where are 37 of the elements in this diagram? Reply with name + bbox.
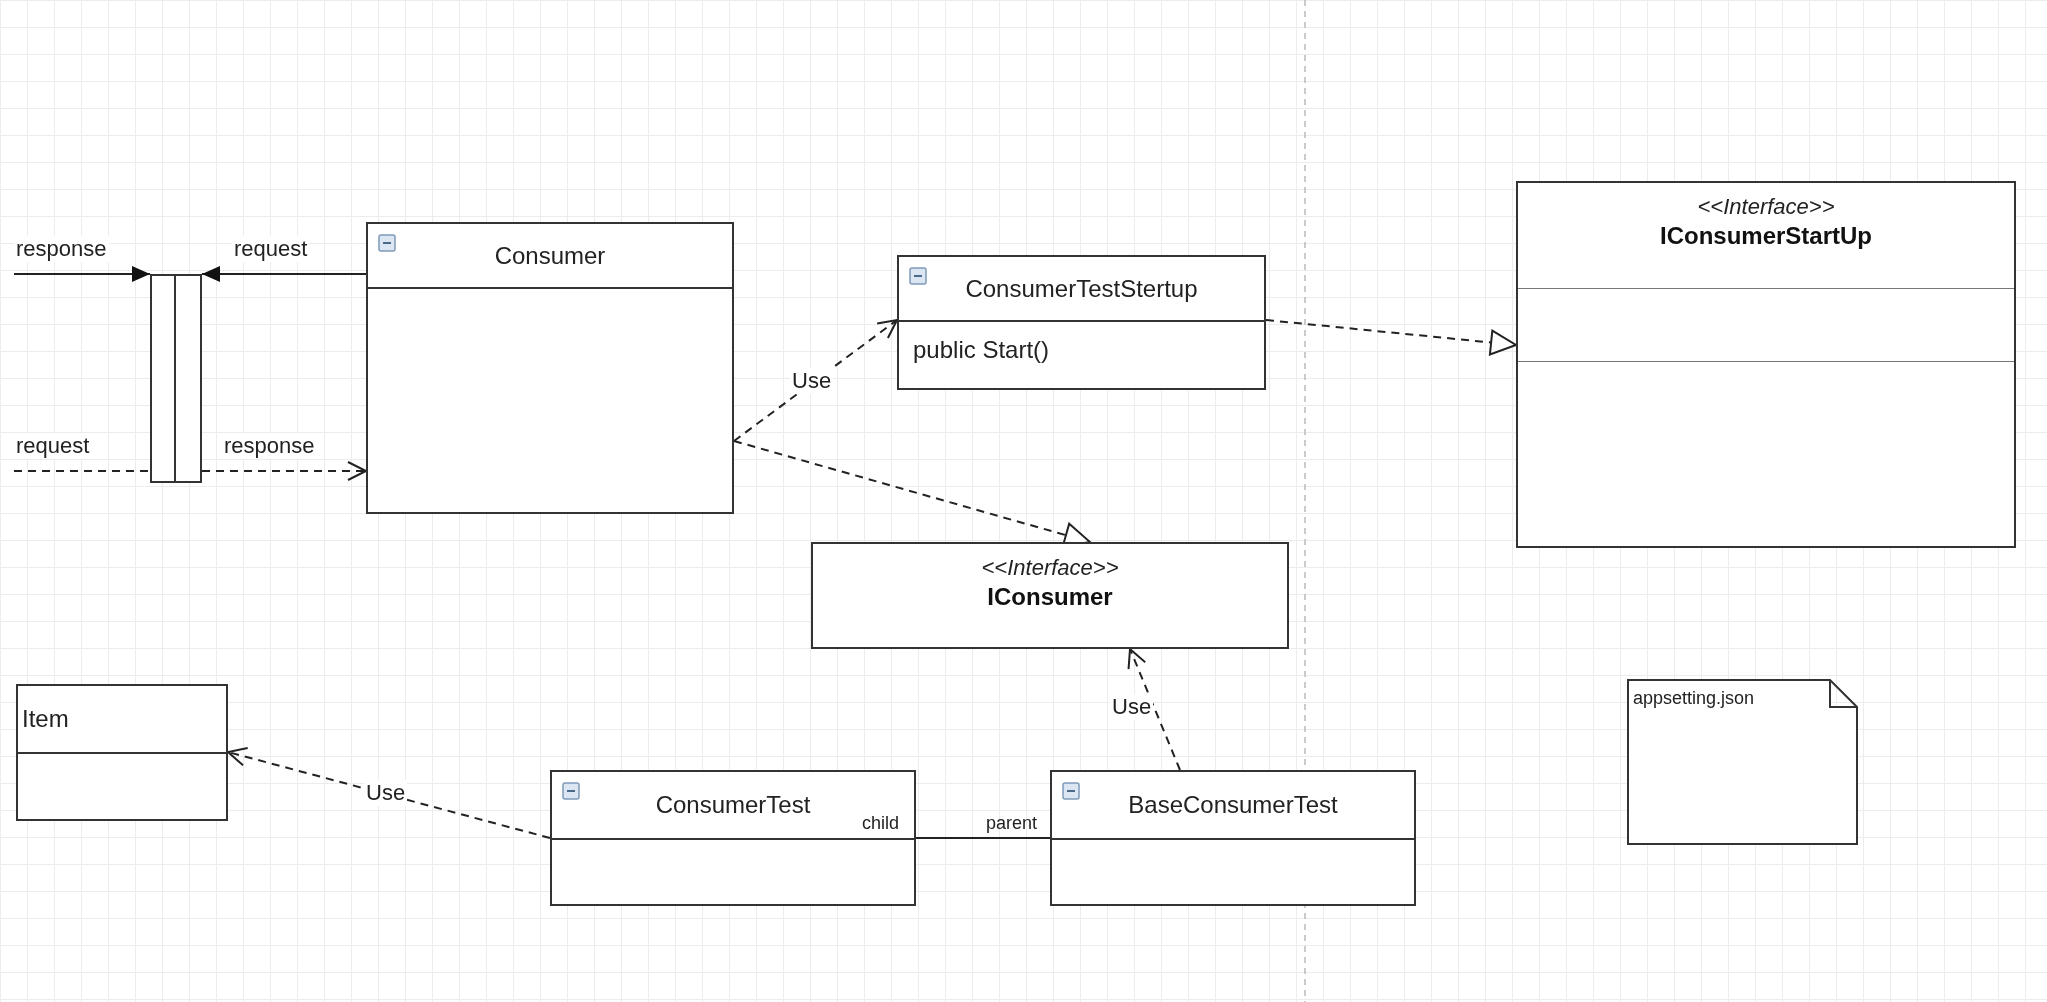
class-box <box>366 222 734 514</box>
class-box <box>16 684 228 821</box>
stereotype-label: <<Interface>> <box>981 554 1119 582</box>
class-box <box>1050 770 1416 906</box>
edge-label: request <box>232 236 310 262</box>
edge-label: response <box>14 236 109 262</box>
interface-box <box>1516 181 2016 548</box>
interface-name: IConsumer <box>987 582 1113 612</box>
arrow <box>13 266 151 282</box>
activation-bar <box>150 274 202 483</box>
arrow <box>201 266 367 282</box>
edge-label: request <box>14 433 92 459</box>
class-box <box>897 255 1266 390</box>
note <box>1627 679 1858 845</box>
connector-line <box>13 470 151 472</box>
edge-label: Use <box>1110 694 1154 720</box>
arrow <box>1265 319 1517 356</box>
class-name: ConsumerTest <box>655 790 811 820</box>
arrow <box>201 461 367 481</box>
class-name: Consumer <box>494 240 606 271</box>
method-text: public Start() <box>913 335 1051 365</box>
class-name: BaseConsumerTest <box>1128 790 1338 820</box>
role-label: child <box>862 812 900 834</box>
stereotype-label: <<Interface>> <box>1697 193 1835 221</box>
arrow <box>227 746 551 839</box>
edge-label: response <box>222 433 317 459</box>
edge-label: Use <box>364 780 408 806</box>
interface-name: IConsumerStartUp <box>1660 221 1872 251</box>
arrow <box>1127 648 1181 771</box>
note-text: appsetting.json <box>1633 687 1755 710</box>
class-box <box>550 770 916 906</box>
interface-box <box>811 542 1289 649</box>
connector-line <box>915 837 1051 839</box>
class-name: Item <box>22 704 69 734</box>
role-label: parent <box>986 812 1038 834</box>
class-name: ConsumerTestStertup <box>965 273 1198 304</box>
edge-label: Use <box>790 368 834 394</box>
